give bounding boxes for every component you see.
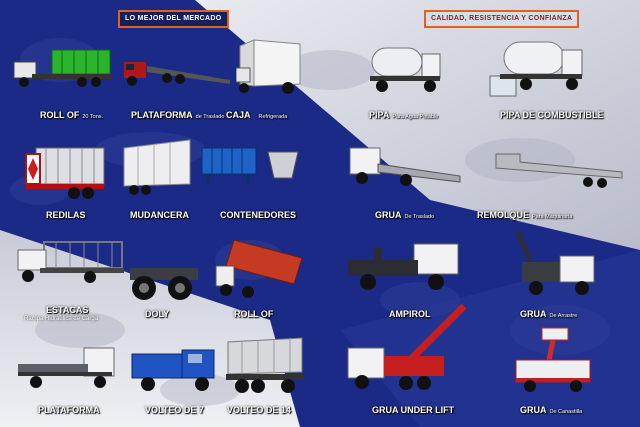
redilas-label: REDILAS [46,210,86,220]
roll-of-image [214,236,304,300]
volteo-7-label: VOLTEO DE 7 [145,405,204,415]
grua-under-lift-label: GRUA UNDER LIFT [372,405,455,415]
plataforma-label: PLATAFORMA [38,405,100,415]
roll-of-label: ROLL OF [234,309,274,319]
grua-under-lift-image [344,302,468,398]
volteo-14-label: VOLTEO DE 14 [227,405,291,415]
estacas-image [14,234,126,288]
pipa-combustible-image [486,36,586,104]
caja-refrigerada-image [236,38,306,98]
grua-arrastre-image [512,226,604,302]
grua-traslado-image [348,140,464,200]
tagline-left: LO MEJOR DEL MERCADO [118,10,229,28]
mudancera-label: MUDANCERA [130,210,189,220]
redilas-image [22,144,108,202]
ampirol-label: AMPIROL [389,309,431,319]
estacas-label: ESTACAS [46,305,89,315]
tagline-right: CALIDAD, RESISTENCIA Y CONFIANZA [424,10,580,28]
pipa-combustible-label: PIPA DE COMBUSTIBLE [500,110,604,120]
volteo-14-image [222,336,306,400]
plataforma-image [14,344,118,396]
plataforma-traslado-image [122,54,232,90]
contenedores-image [198,144,300,192]
doly-image [124,258,204,308]
ampirol-image [344,238,464,300]
estacas-sublabel: Rampa Hidráulica de Carga [24,316,99,322]
grua-canastilla-image [508,326,598,398]
contenedores-label: CONTENEDORES [220,210,297,220]
volteo-7-image [128,346,220,398]
mudancera-image [118,138,194,200]
pipa-agua-image [352,38,442,104]
remolque-image [492,150,628,192]
doly-label: DOLY [145,309,170,319]
roll-of-20-image [12,44,117,94]
